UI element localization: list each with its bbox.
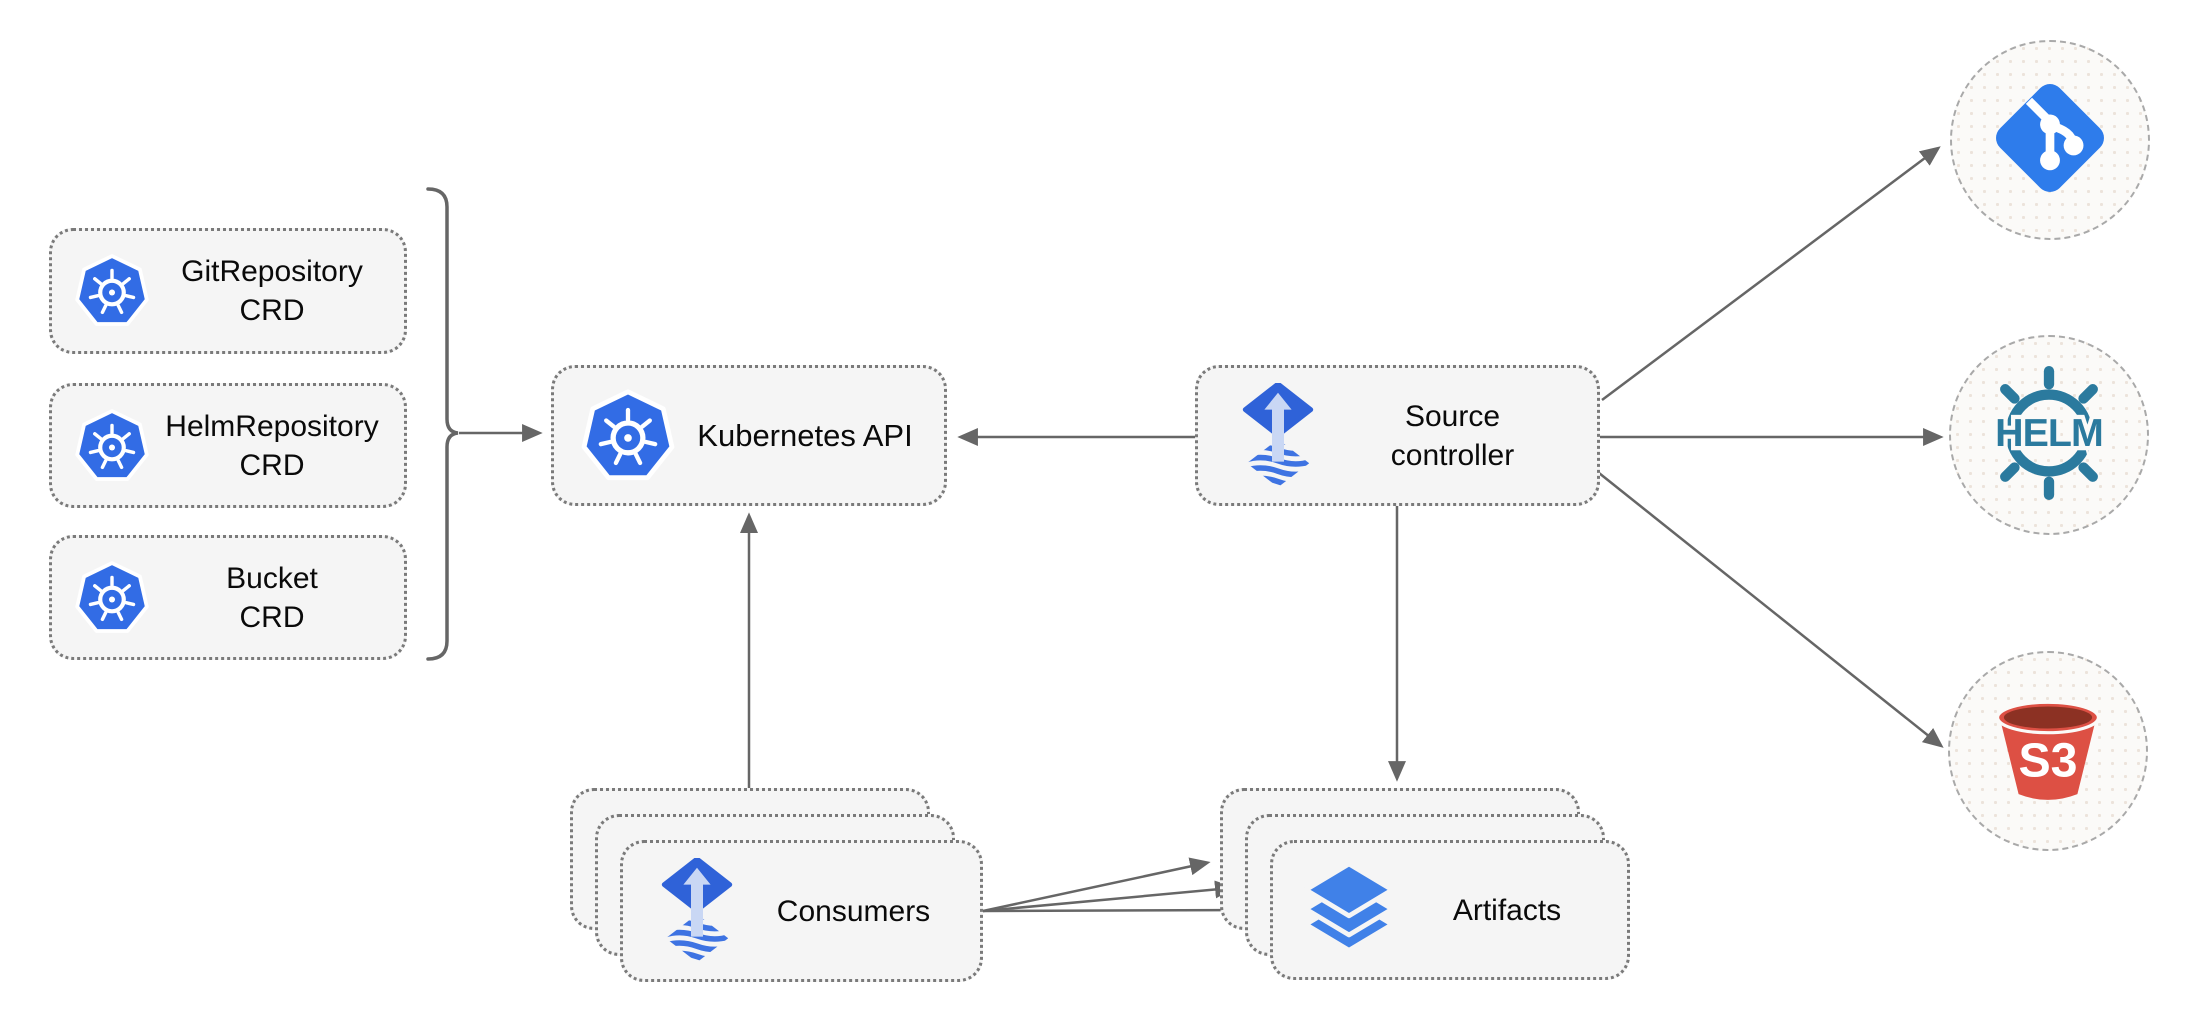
external-git-endpoint <box>1950 40 2150 240</box>
helm-logo-text: HELM <box>1995 411 2103 455</box>
external-s3-endpoint: S3 <box>1948 651 2148 851</box>
arrow-consumers-to-artifacts-middle <box>982 880 1236 913</box>
node-artifacts: Artifacts <box>1270 840 1630 980</box>
flux-icon <box>657 858 737 964</box>
node-label: Artifacts <box>1452 893 1562 927</box>
kubernetes-icon <box>74 253 150 329</box>
arrow-consumers-to-artifacts-back <box>982 857 1211 913</box>
kubernetes-icon <box>74 560 150 636</box>
kubernetes-icon <box>74 408 150 484</box>
node-label: Consumers <box>776 894 931 928</box>
arrow-source-to-s3 <box>1598 472 1944 748</box>
git-icon <box>1988 76 2112 205</box>
crd-group-brace <box>426 187 459 661</box>
layers-icon <box>1301 862 1397 958</box>
helm-icon: HELM <box>1974 358 2124 513</box>
arrow-consumers-to-artifacts-front <box>982 901 1264 920</box>
node-label: Kubernetes API <box>697 418 913 453</box>
external-helm-endpoint: HELM <box>1949 335 2149 535</box>
flux-icon <box>1238 382 1318 489</box>
arrow-source-to-git <box>1601 146 1941 402</box>
s3-logo-text: S3 <box>2018 733 2077 787</box>
node-consumers: Consumers <box>620 840 983 982</box>
node-kubernetes-api: Kubernetes API <box>551 365 947 506</box>
s3-bucket-icon: S3 <box>1985 686 2111 817</box>
kubernetes-icon <box>580 388 676 484</box>
